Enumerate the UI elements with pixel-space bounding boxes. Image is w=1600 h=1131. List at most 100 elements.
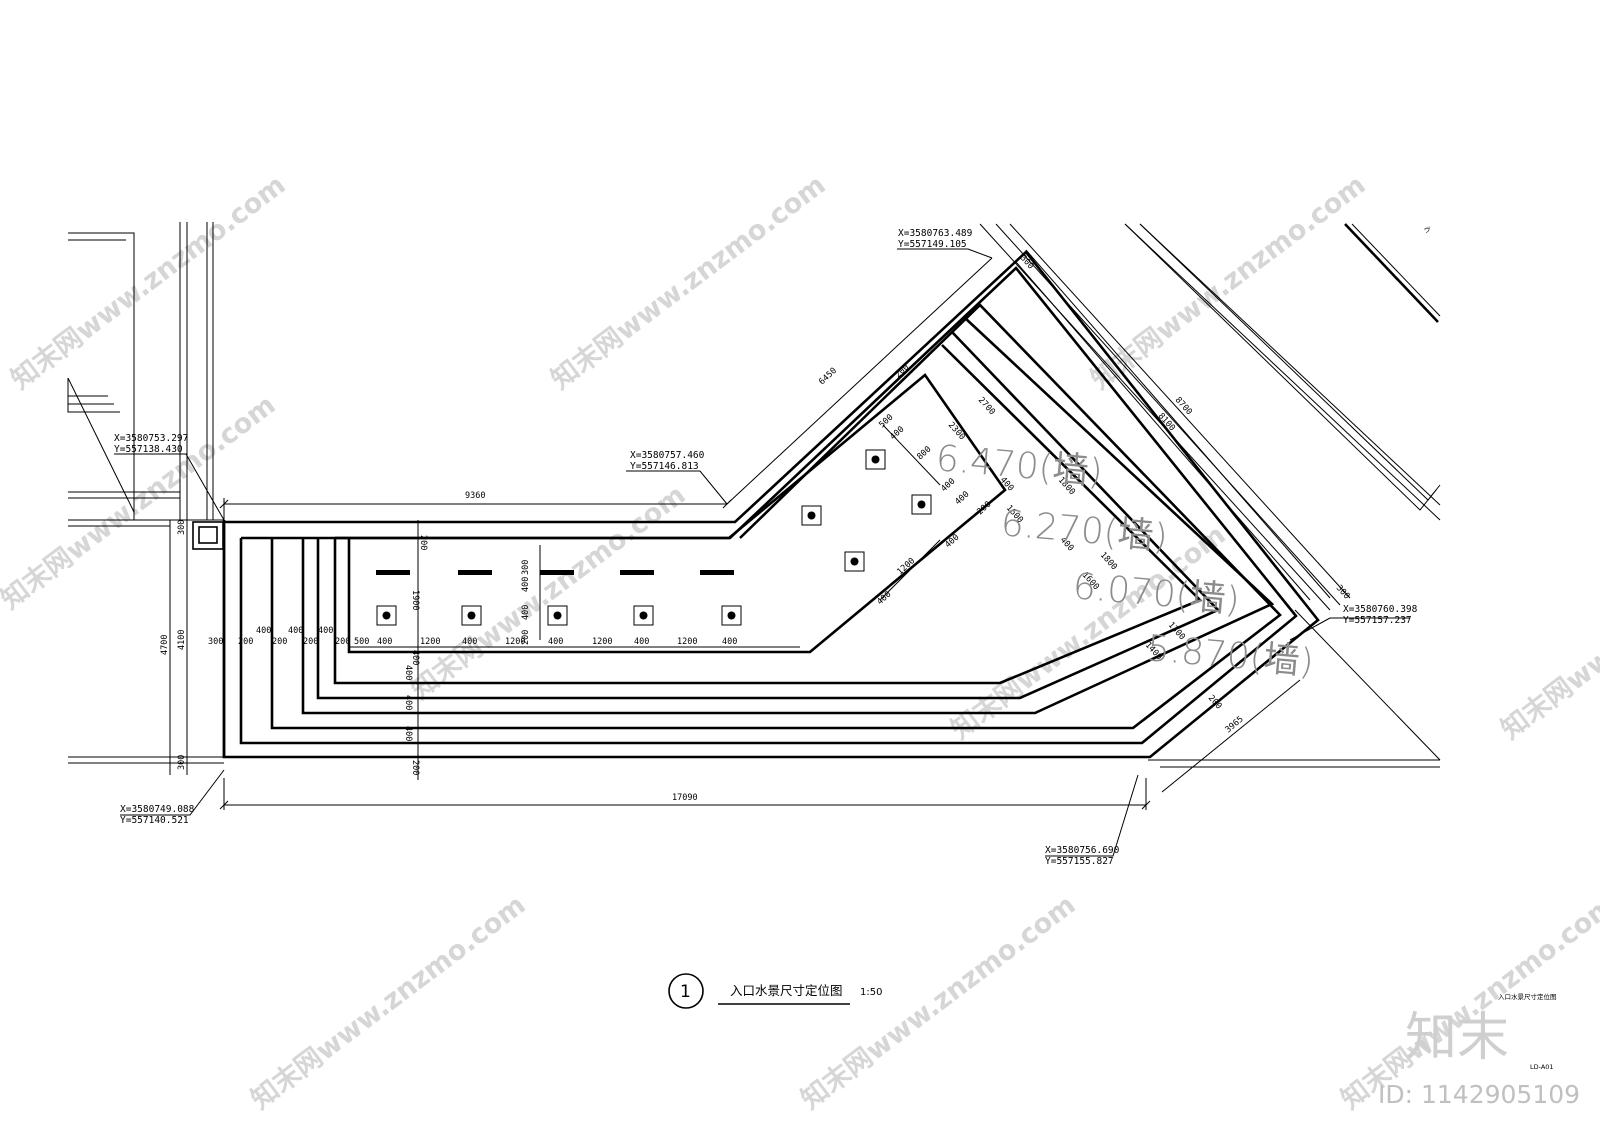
dim-400: 400	[548, 637, 563, 647]
dim-left-outer: 4700	[160, 635, 170, 655]
dim-1200: 1200	[420, 637, 440, 647]
nozzle-icon	[547, 605, 568, 626]
nozzle-icon	[376, 605, 397, 626]
coord-x: X=3580763.489	[898, 228, 973, 239]
brand-logo: 知末	[1405, 1008, 1509, 1068]
watermark: 知末网www.znzmo.com	[246, 889, 532, 1115]
slot	[540, 570, 574, 575]
dim-400: 400	[521, 605, 531, 620]
dim-400: 400	[462, 637, 477, 647]
coord-y: Y=557138.430	[114, 444, 183, 455]
brand-id: ID: 1142905109	[1378, 1080, 1580, 1109]
sheet-info: 入口水景尺寸定位图 LD-A01	[1498, 992, 1557, 1071]
dim-300: 300	[1334, 583, 1352, 601]
dim-diag-outer: 6450	[817, 366, 839, 387]
dim-500: 500	[354, 637, 369, 647]
dim-200: 200	[410, 760, 420, 775]
coord-x: X=3580756.690	[1045, 845, 1120, 856]
elevation-labels: 6.470(墙) 6.270(墙) 6.070(墙) 5.870(墙)	[934, 438, 1315, 683]
coord-x: X=3580760.398	[1343, 604, 1418, 615]
dim-200: 200	[521, 630, 531, 645]
slot	[458, 570, 492, 575]
dim-300: 300	[177, 755, 187, 770]
elevation-label: 6.470(墙)	[934, 438, 1104, 493]
coord-x: X=3580749.088	[120, 804, 195, 815]
nozzle-icon	[865, 449, 886, 470]
dim-bottom-length: 17090	[672, 793, 698, 803]
coord-y: Y=557146.813	[630, 461, 699, 472]
dim-1200: 1200	[677, 637, 697, 647]
watermark: 知末网www.znzmo.com	[546, 169, 832, 395]
slot	[700, 570, 734, 575]
dim-400: 400	[634, 637, 649, 647]
fountain-slots	[376, 570, 734, 575]
context-lines: ヴ	[67, 222, 1441, 775]
elevation-label: 6.270(墙)	[999, 503, 1169, 558]
dim-300: 300	[521, 560, 531, 575]
coord-x: X=3580753.297	[114, 433, 188, 444]
sheet-caption: 入口水景尺寸定位图	[1498, 992, 1557, 1001]
dim-1200: 1200	[505, 637, 525, 647]
nozzle-icon	[633, 605, 654, 626]
context-mark: ヴ	[1424, 225, 1431, 234]
dim-200: 200	[272, 637, 287, 647]
brand: 知末 ID: 1142905109	[1378, 1008, 1580, 1109]
dim-800: 800	[915, 445, 933, 463]
coord-y: Y=557140.521	[120, 815, 189, 826]
elevation-label: 5.870(墙)	[1145, 628, 1315, 683]
watermark: 知末网www.znzmo.com	[796, 889, 1082, 1115]
dim-400: 400	[377, 637, 392, 647]
slot	[376, 570, 410, 575]
nozzle-icon	[461, 605, 482, 626]
dim-200: 200	[238, 637, 253, 647]
dim-300: 300	[208, 637, 223, 647]
drawing-title: 1 入口水景尺寸定位图 1:50	[668, 973, 882, 1009]
watermark: 知末网www.znzmo.com	[1086, 169, 1372, 395]
dim-1900: 1900	[410, 590, 420, 610]
watermark: 知末网www.znzmo.com	[6, 169, 292, 395]
coordinate-leaders	[114, 248, 1410, 857]
dim-300: 300	[177, 520, 187, 535]
dim-400: 400	[288, 626, 303, 636]
dim-1200: 1200	[592, 637, 612, 647]
dim-200: 200	[335, 637, 350, 647]
dim-400: 400	[410, 650, 420, 665]
dim-400: 400	[943, 533, 961, 551]
coord-y: Y=557155.827	[1045, 856, 1114, 867]
title-number: 1	[680, 982, 691, 1002]
coordinate-labels: X=3580753.297 Y=557138.430 X=3580757.460…	[114, 228, 1418, 867]
title-name: 入口水景尺寸定位图	[730, 983, 843, 998]
dim-400: 400	[403, 695, 413, 710]
coord-y: Y=557149.105	[898, 239, 967, 250]
title-number-circle	[668, 973, 704, 1009]
dim-top-length: 9360	[465, 491, 485, 501]
dim-400: 400	[722, 637, 737, 647]
dim-200: 200	[303, 637, 318, 647]
watermark: 知末网www.znzmo.com	[1496, 519, 1600, 745]
dim-400: 400	[403, 665, 413, 680]
fountain-nozzles	[376, 449, 932, 626]
dim-left-inner: 4100	[177, 630, 187, 650]
dim-2700: 2700	[976, 395, 997, 417]
coord-x: X=3580757.460	[630, 450, 705, 461]
dim-200: 200	[893, 362, 911, 380]
title-scale: 1:50	[860, 987, 882, 998]
sheet-code: LD-A01	[1530, 1063, 1554, 1071]
dim-400: 400	[403, 726, 413, 741]
dim-400: 400	[875, 590, 893, 608]
coord-y: Y=557157.237	[1343, 615, 1412, 626]
dim-500: 500	[877, 413, 895, 431]
dim-400: 400	[318, 626, 333, 636]
dim-corner-right: 3965	[1224, 714, 1246, 735]
dim-400: 400	[256, 626, 271, 636]
dim-200: 200	[418, 535, 428, 550]
nozzle-icon	[801, 505, 822, 526]
dim-400: 400	[521, 577, 531, 592]
water-feature	[222, 250, 1320, 759]
watermark: 知末网www.znzmo.com	[406, 479, 692, 705]
dim-400: 400	[953, 490, 971, 508]
dim-400: 400	[888, 425, 906, 443]
watermark: 知末网www.znzmo.com	[0, 389, 281, 615]
nozzle-icon	[911, 494, 932, 515]
